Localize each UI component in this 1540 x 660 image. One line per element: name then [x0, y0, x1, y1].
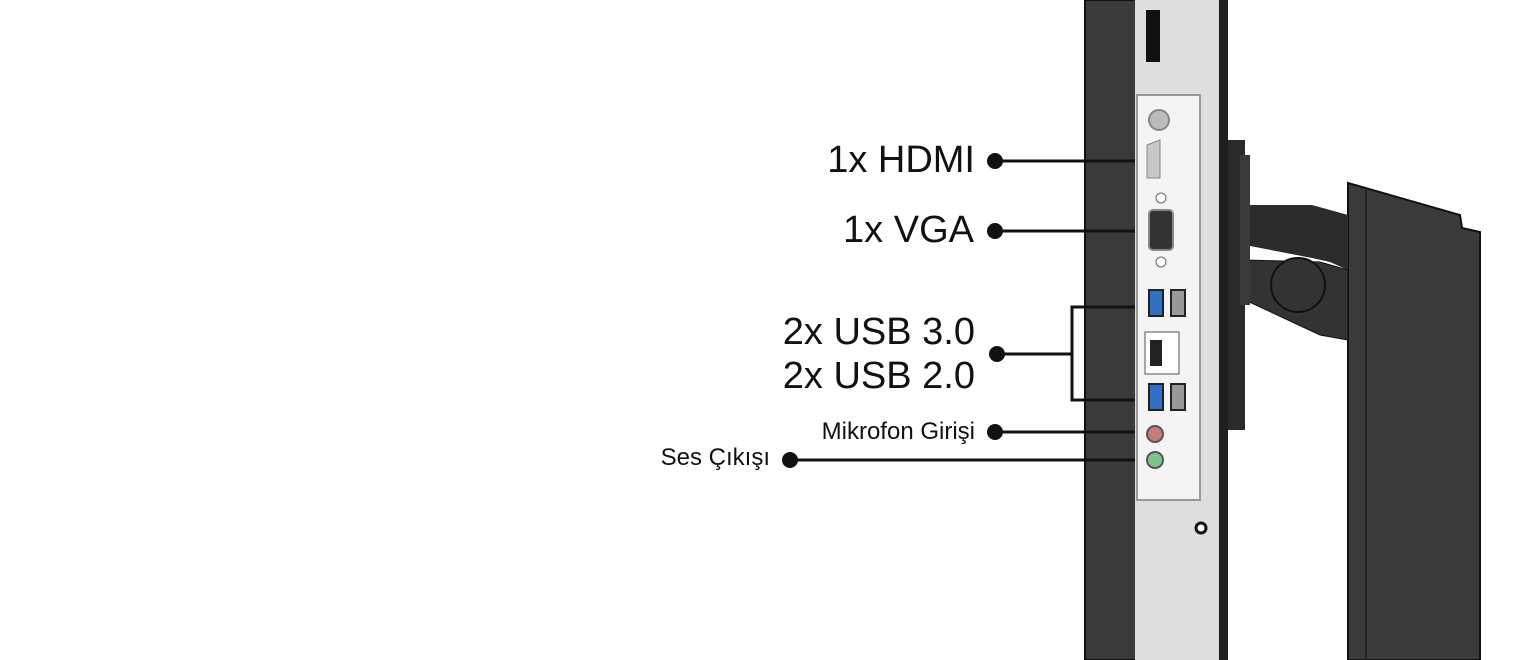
callout-lines: [790, 159, 1135, 462]
audio-out-jack: [1146, 451, 1164, 469]
screw-icon: [1194, 521, 1208, 535]
label-usb3: 2x USB 3.0: [782, 311, 975, 353]
card-slot: [1146, 10, 1160, 62]
vga-port: [1148, 209, 1174, 251]
label-audio-out: Ses Çıkışı: [660, 444, 770, 471]
hdmi-port: [1146, 139, 1161, 179]
monitor-stand: [1227, 140, 1481, 660]
label-usb2: 2x USB 2.0: [782, 355, 975, 397]
label-vga: 1x VGA: [843, 209, 974, 251]
label-hdmi: 1x HDMI: [827, 139, 975, 181]
usb-ports-bottom: [1148, 383, 1186, 411]
label-mic: Mikrofon Girişi: [821, 418, 975, 445]
port-panel: [1136, 94, 1201, 501]
usb-ports-top: [1148, 289, 1186, 317]
power-jack: [1148, 109, 1170, 131]
mic-jack: [1146, 425, 1164, 443]
callout-dots: [782, 153, 1005, 468]
